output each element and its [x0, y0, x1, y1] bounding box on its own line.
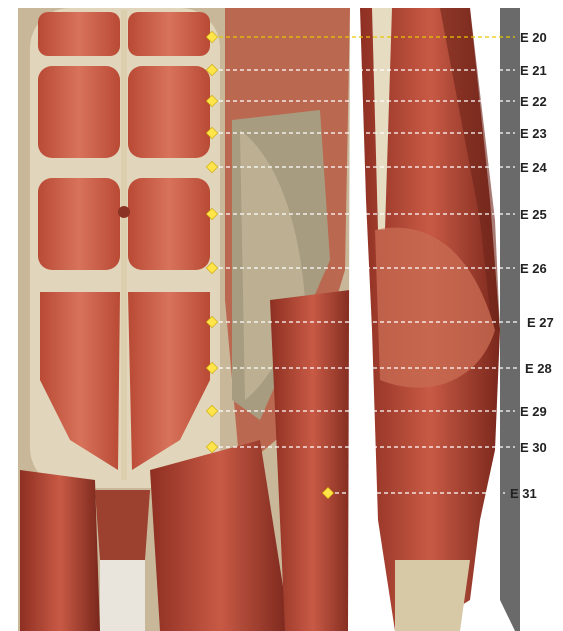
- acupoint-label: E 21: [520, 63, 547, 78]
- rectus-abdominis: [30, 8, 220, 488]
- acupoint-label: E 27: [527, 315, 554, 330]
- acupoint-label: E 22: [520, 94, 547, 109]
- acupoint-label: E 24: [520, 160, 548, 175]
- acupoint-label: E 25: [520, 207, 547, 222]
- acupoint-label: E 29: [520, 404, 547, 419]
- acupoint-label: E 30: [520, 440, 547, 455]
- acupoint-label: E 28: [525, 361, 552, 376]
- acupoint-label: E 23: [520, 126, 547, 141]
- acupoint-label: E 26: [520, 261, 547, 276]
- acupoint-label: E 31: [510, 486, 537, 501]
- acupoint-label: E 20: [520, 30, 547, 45]
